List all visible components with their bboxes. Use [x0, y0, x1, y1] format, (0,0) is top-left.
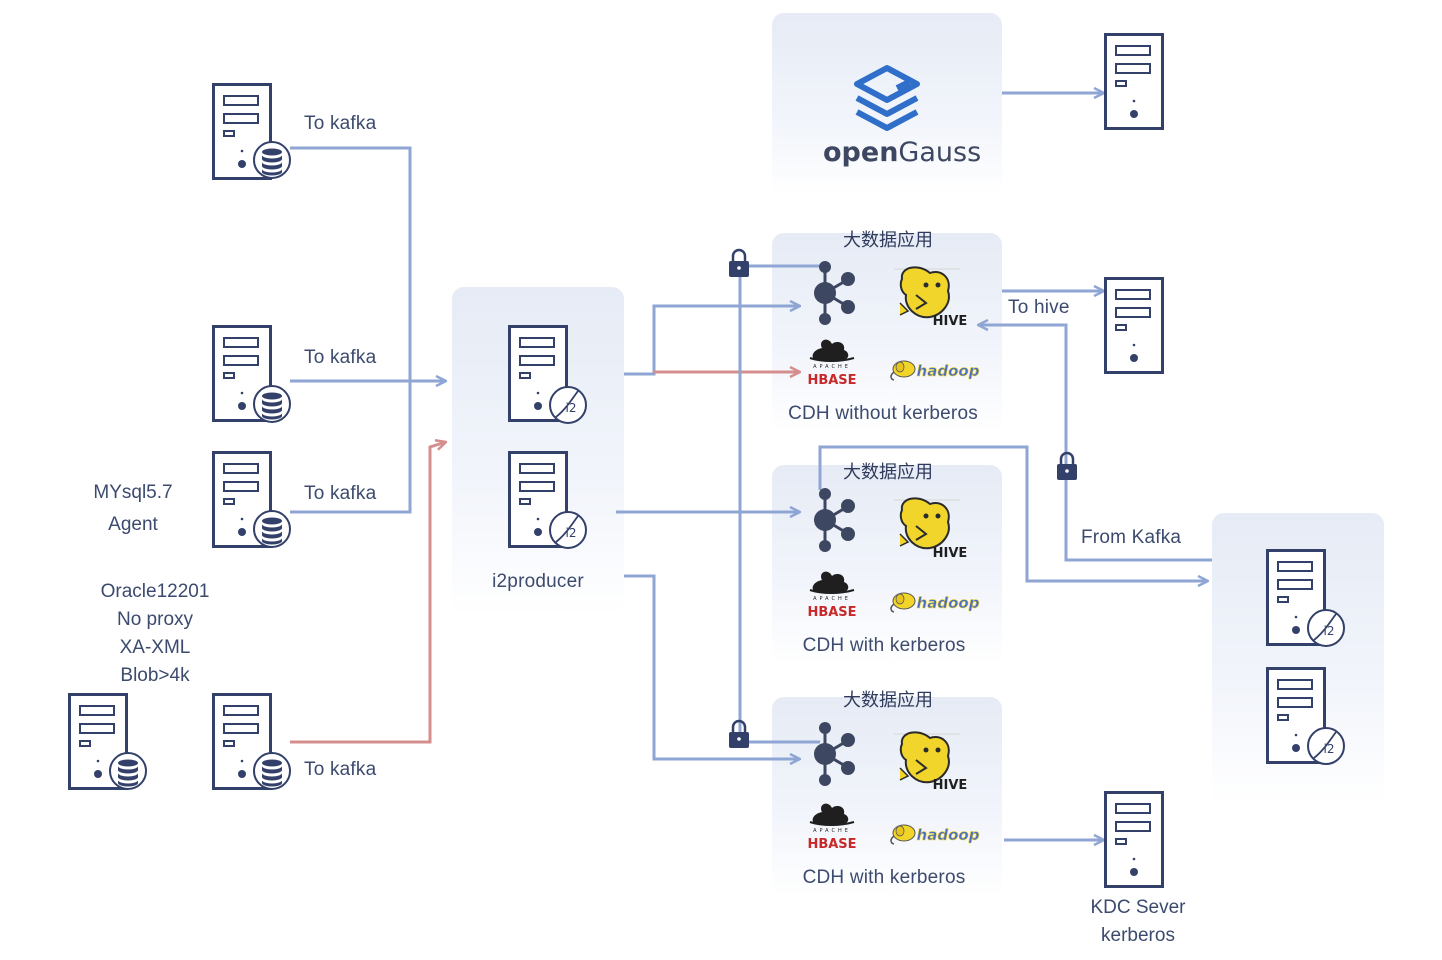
cdh2-name: CDH with kerberos [802, 635, 966, 656]
database-icon [253, 385, 291, 423]
opengauss-wordmark-bold: open [823, 137, 899, 168]
server-icon [1104, 277, 1164, 374]
hadoop-wordmark: hadoop [917, 594, 980, 612]
to-kafka-label-1: To kafka [304, 113, 377, 134]
hbase-logo [809, 802, 855, 826]
opengauss-wordmark-light: Gauss [898, 137, 982, 168]
hive-wordmark: HIVE [933, 314, 968, 329]
to-kafka-label-2: To kafka [304, 347, 377, 368]
i2-badge-icon [549, 511, 587, 549]
i2-badge-icon [1307, 727, 1345, 765]
line-oracle-to-i2producer [290, 442, 446, 744]
source-server-1 [212, 83, 291, 180]
line-kafka-to-cdh1-hive [978, 325, 1212, 562]
hive-logo [893, 497, 961, 550]
lock-icon [727, 248, 751, 279]
hive-logo [893, 731, 961, 784]
hadoop-wordmark: hadoop [917, 826, 980, 844]
hive-wordmark: HIVE [933, 778, 968, 793]
server-icon [1104, 791, 1164, 888]
hive-logo [893, 266, 961, 319]
hadoop-wordmark: hadoop [917, 362, 980, 380]
opengauss-wordmark: openGauss [823, 137, 981, 168]
target-i2-server-2 [1266, 667, 1345, 765]
i2producer-server-2 [508, 451, 587, 549]
oracle-note-line: No proxy [116, 609, 194, 630]
database-icon [253, 510, 291, 548]
cdh2-header: 大数据应用 [843, 462, 933, 483]
source-server-2 [212, 325, 291, 423]
line-source1-bus [290, 146, 412, 381]
hadoop-logo [890, 360, 916, 381]
hive-wordmark: HIVE [933, 546, 968, 561]
hbase-wordmark: HBASE [807, 837, 856, 852]
database-icon [253, 141, 291, 179]
database-icon [109, 752, 147, 790]
cdh-panel-2 [772, 465, 1002, 665]
line-mysql-bus [290, 381, 412, 514]
cdh1-name: CDH without kerberos [788, 403, 978, 424]
hbase-logo [809, 338, 855, 362]
line-i2p-to-cdh3 [624, 574, 800, 759]
database-icon [253, 752, 291, 790]
mysql-server [212, 451, 291, 548]
oracle-note-line: Blob>4k [120, 665, 190, 686]
cdh3-header: 大数据应用 [843, 690, 933, 711]
server-icon [1104, 33, 1164, 130]
hbase-top-wordmark: APACHE [813, 364, 851, 370]
cdh3-name: CDH with kerberos [802, 867, 966, 888]
hadoop-logo [890, 824, 916, 845]
target-i2-server-1 [1266, 549, 1345, 647]
line-i2p-to-cdh1-kafka [624, 306, 800, 376]
kafka-icon [812, 720, 857, 788]
hbase-top-wordmark: APACHE [813, 828, 851, 834]
to-kafka-label-3: To kafka [304, 483, 377, 504]
hbase-top-wordmark: APACHE [813, 596, 851, 602]
oracle-note-line: XA-XML [119, 637, 191, 658]
oracle-server-db [68, 693, 147, 790]
mysql-agent-label: MYsql5.7 Agent [93, 477, 172, 541]
to-hive-label: To hive [1008, 297, 1070, 318]
kdc-line: kerberos [1101, 925, 1175, 946]
oracle-note-line: Oracle12201 [100, 581, 210, 602]
i2-badge-icon [549, 386, 587, 424]
i2producer-server-1 [508, 325, 587, 424]
cdh-panel-3 [772, 697, 1002, 897]
opengauss-panel [772, 13, 1002, 196]
hbase-logo [809, 570, 855, 594]
kdc-label: KDC Sever kerberos [1090, 894, 1185, 950]
i2-badge-icon [1307, 609, 1345, 647]
hadoop-logo [890, 592, 916, 613]
mysql-agent-line: MYsql5.7 [93, 482, 173, 503]
oracle-server [212, 693, 291, 790]
i2producer-label: i2producer [492, 571, 584, 592]
logo-wordmarks: HIVE HIVE HIVE APACHE HBASE APACHE HBASE… [807, 314, 980, 852]
mysql-agent-line: Agent [108, 514, 158, 535]
kdc-line: KDC Sever [1090, 897, 1186, 918]
hbase-wordmark: HBASE [807, 605, 856, 620]
opengauss-logo [854, 65, 920, 131]
line-cdh2-to-target [818, 445, 1208, 581]
from-kafka-label: From Kafka [1081, 527, 1182, 548]
oracle-note-label: Oracle12201 No proxy XA-XML Blob>4k [101, 578, 210, 690]
connections [290, 93, 1212, 840]
cdh1-header: 大数据应用 [843, 230, 933, 251]
to-kafka-label-4: To kafka [304, 759, 377, 780]
kafka-icon [812, 259, 857, 327]
kafka-icon [812, 486, 857, 554]
hbase-wordmark: HBASE [807, 373, 856, 388]
